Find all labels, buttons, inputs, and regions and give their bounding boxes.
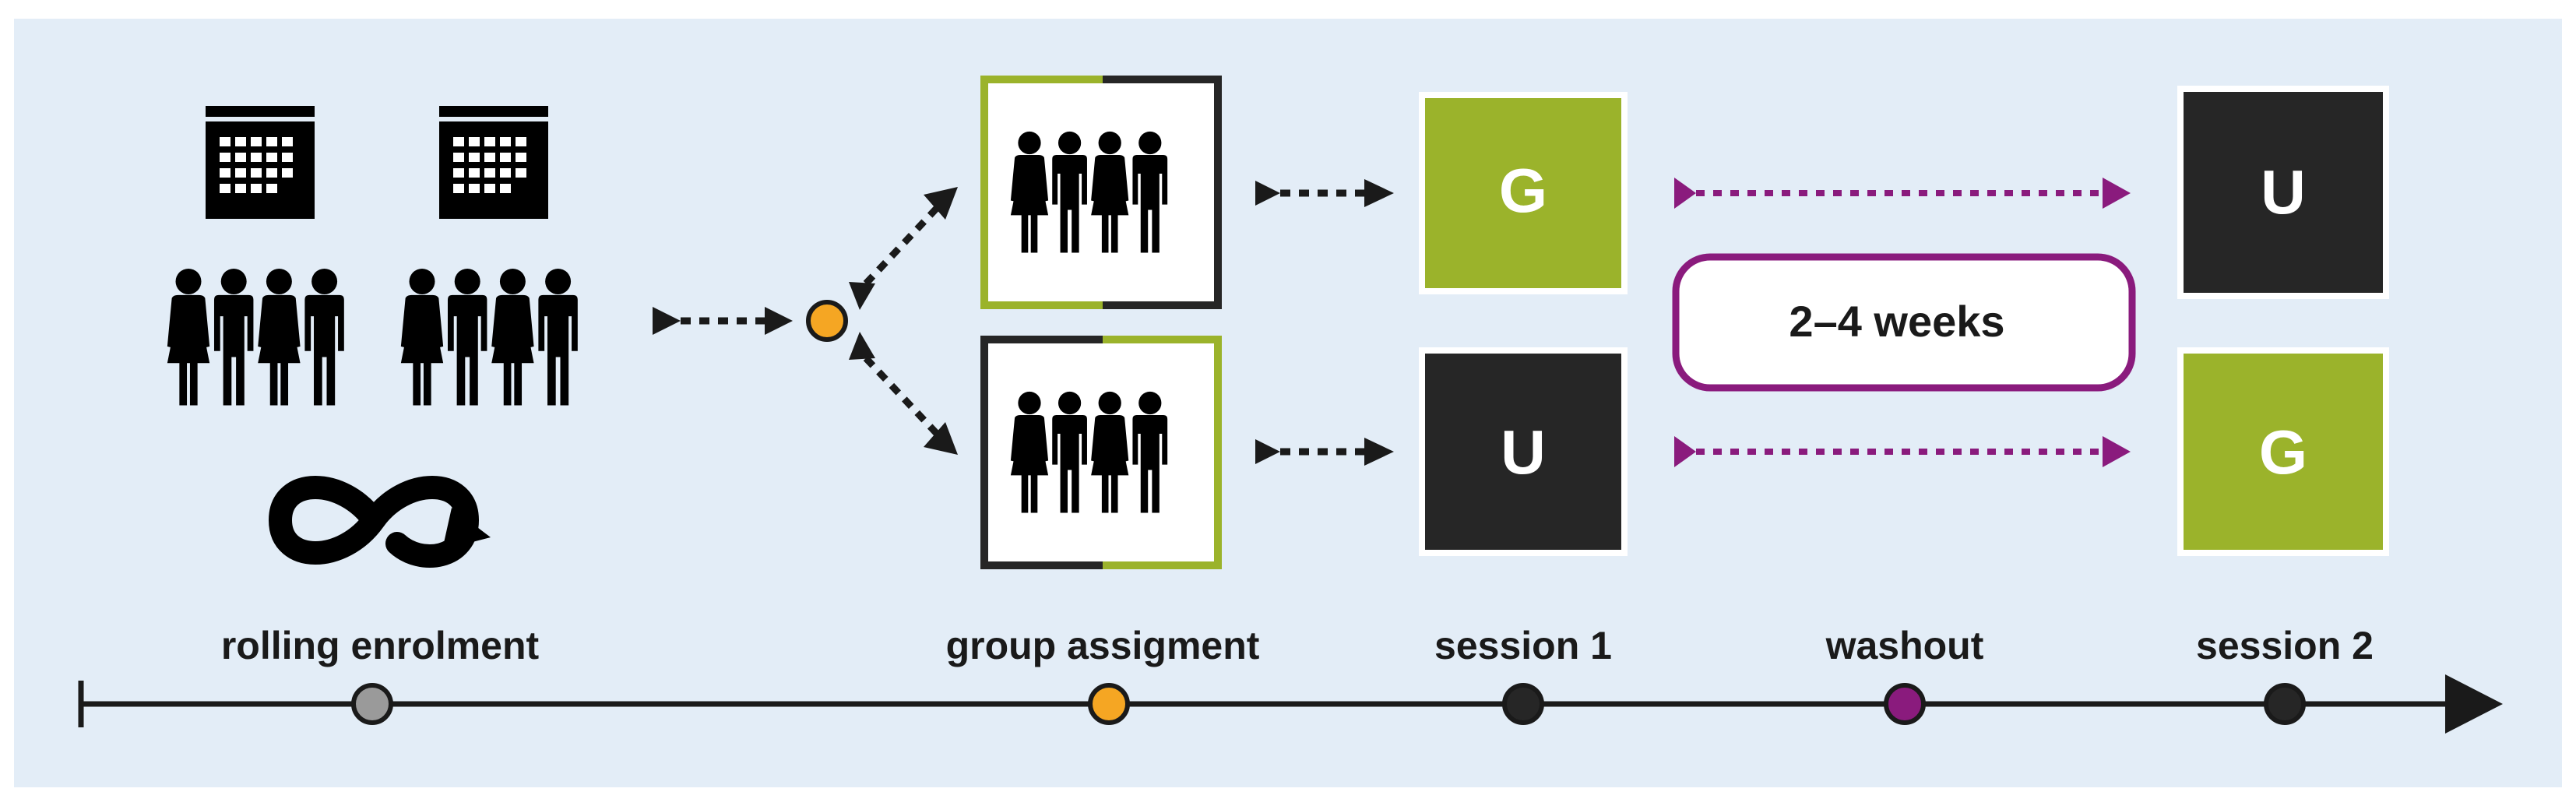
label-session-1: session 1 bbox=[1434, 624, 1612, 667]
label-group-assignment: group assigment bbox=[946, 624, 1260, 667]
timeline-marker-assignment bbox=[1088, 683, 1130, 725]
session1-bottom-letter: U bbox=[1501, 417, 1546, 487]
session2-top-letter: U bbox=[2261, 157, 2306, 227]
arrow-to-group-bottom bbox=[849, 332, 958, 455]
assignment-node bbox=[806, 300, 848, 342]
group-box-bottom bbox=[980, 336, 1222, 569]
label-rolling-enrolment: rolling enrolment bbox=[221, 624, 540, 667]
washout-duration-box bbox=[1672, 253, 2136, 392]
timeline-marker-enrolment bbox=[351, 683, 393, 725]
session1-top-letter: G bbox=[1499, 156, 1547, 225]
session1-box-top bbox=[1419, 92, 1628, 294]
group-box-top bbox=[980, 76, 1222, 309]
label-session-2: session 2 bbox=[2196, 624, 2374, 667]
session2-box-top bbox=[2177, 86, 2389, 299]
arrow-to-session1-bottom bbox=[1255, 438, 1394, 466]
label-washout: washout bbox=[1825, 624, 1984, 667]
infinity-loop-icon bbox=[268, 476, 491, 568]
timeline: rolling enrolment group assigment sessio… bbox=[78, 624, 2503, 734]
session1-box-bottom bbox=[1419, 347, 1628, 556]
arrow-to-session1-top bbox=[1255, 179, 1394, 207]
timeline-marker-session2 bbox=[2264, 683, 2306, 725]
session2-bottom-letter: G bbox=[2259, 417, 2307, 487]
arrow-to-assignment bbox=[653, 307, 793, 335]
calendar-icon bbox=[439, 106, 548, 219]
washout-duration-label: 2–4 weeks bbox=[1789, 297, 2004, 346]
timeline-marker-session1 bbox=[1502, 683, 1544, 725]
washout-arrow-top bbox=[1674, 178, 2131, 209]
timeline-marker-washout bbox=[1884, 683, 1926, 725]
session2-box-bottom bbox=[2177, 347, 2389, 556]
enrolment-icons bbox=[167, 106, 578, 568]
timeline-arrowhead bbox=[2445, 674, 2503, 734]
background-panel bbox=[14, 19, 2562, 787]
washout-arrow-bottom bbox=[1674, 436, 2131, 467]
arrow-to-group-top bbox=[849, 187, 958, 310]
calendar-icon bbox=[206, 106, 315, 219]
